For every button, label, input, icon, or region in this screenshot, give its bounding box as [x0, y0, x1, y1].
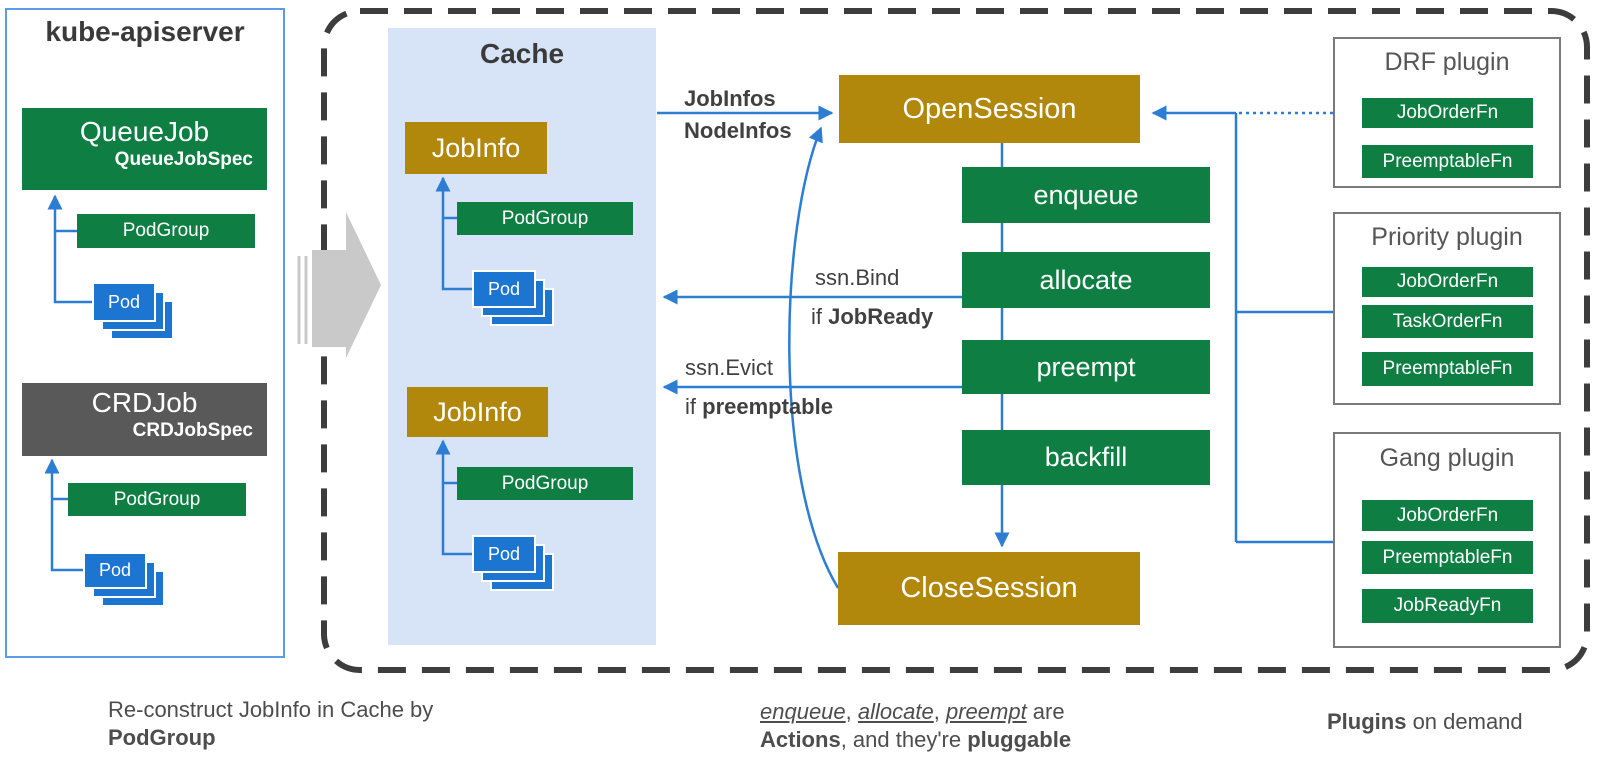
crdjob-podgroup-box: PodGroup: [68, 483, 246, 516]
kube-apiserver-title: kube-apiserver: [45, 16, 245, 47]
action-preempt-box: preempt: [962, 340, 1210, 394]
drf-joborderfn: JobOrderFn: [1362, 98, 1533, 128]
plugins-caption: Plugins on demand: [1327, 708, 1523, 736]
drf-plugin-title: DRF plugin: [1384, 48, 1510, 76]
caption-enqueue: enqueue: [760, 699, 846, 724]
ssn-bind-label: ssn.Bind: [815, 265, 900, 290]
actions-caption-line1: enqueue, allocate, preempt are: [760, 698, 1071, 726]
cache-caption: Re-construct JobInfo in Cache by PodGrou…: [108, 696, 433, 752]
queuejob-podgroup-box: PodGroup: [77, 214, 255, 248]
cache-caption-line2: PodGroup: [108, 725, 216, 750]
ssn-evict-label: ssn.Evict: [685, 355, 774, 380]
caption-actions-word: Actions: [760, 727, 841, 752]
queuejobspec-label: QueueJobSpec: [114, 149, 253, 170]
queuejob-label: QueueJob: [79, 116, 210, 147]
cache-caption-line1: Re-construct JobInfo in Cache by: [108, 697, 434, 722]
cache-pod-box-2: Pod: [472, 535, 536, 573]
crdjob-box: CRDJob CRDJobSpec: [22, 383, 267, 456]
caption-middle-text: , and they're: [840, 727, 968, 752]
close-to-open-curve: [788, 126, 840, 589]
priority-taskorderfn: TaskOrderFn: [1362, 305, 1533, 338]
open-session-box: OpenSession: [839, 75, 1140, 143]
gang-joborderfn: JobOrderFn: [1362, 500, 1533, 531]
evict-if-text: if: [685, 394, 703, 419]
actions-caption-line2: Actions, and they're pluggable: [760, 726, 1071, 754]
cache-podgroup-box-1: PodGroup: [457, 202, 633, 235]
drf-preemptablefn: PreemptableFn: [1362, 145, 1533, 178]
cache-title: Cache: [479, 38, 565, 69]
caption-are: are: [1026, 699, 1065, 724]
action-allocate-box: allocate: [962, 252, 1210, 308]
crdjob-pod-box: Pod: [83, 552, 147, 589]
priority-preemptablefn: PreemptableFn: [1362, 352, 1533, 386]
caption-sep2: ,: [933, 699, 946, 724]
gang-jobreadyfn: JobReadyFn: [1362, 589, 1533, 623]
crdjobspec-label: CRDJobSpec: [132, 420, 253, 441]
cache-pod-box-1: Pod: [472, 270, 536, 308]
caption-allocate: allocate: [857, 699, 934, 724]
caption-plugins-word: Plugins: [1327, 709, 1407, 734]
evict-cond-text: preemptable: [702, 394, 833, 419]
jobinfo-box-1: JobInfo: [405, 122, 547, 174]
bind-if-text: if: [811, 304, 829, 329]
caption-sep1: ,: [845, 699, 858, 724]
action-backfill-box: backfill: [962, 430, 1210, 485]
ssn-bind-condition: if JobReady: [811, 304, 933, 330]
caption-pluggable-word: pluggable: [967, 727, 1072, 752]
bind-cond-text: JobReady: [828, 304, 934, 329]
priority-joborderfn: JobOrderFn: [1362, 267, 1533, 297]
queuejob-box: QueueJob QueueJobSpec: [22, 108, 267, 190]
caption-preempt: preempt: [945, 699, 1027, 724]
nodeinfos-edge-label: NodeInfos: [684, 118, 792, 143]
sync-block-arrow: [297, 212, 381, 358]
jobinfo-box-2: JobInfo: [407, 387, 548, 437]
gang-plugin-title: Gang plugin: [1379, 444, 1515, 472]
ssn-evict-condition: if preemptable: [685, 394, 833, 420]
caption-on-demand: on demand: [1406, 709, 1523, 734]
action-enqueue-box: enqueue: [962, 167, 1210, 223]
queuejob-pod-box: Pod: [92, 282, 156, 322]
gang-preemptablefn: PreemptableFn: [1362, 541, 1533, 574]
actions-caption: enqueue, allocate, preempt are Actions, …: [760, 698, 1071, 754]
crdjob-label: CRDJob: [91, 387, 198, 418]
jobinfos-edge-label: JobInfos: [684, 86, 776, 111]
priority-plugin-title: Priority plugin: [1371, 223, 1523, 251]
cache-podgroup-box-2: PodGroup: [457, 467, 633, 500]
close-session-box: CloseSession: [838, 552, 1140, 625]
